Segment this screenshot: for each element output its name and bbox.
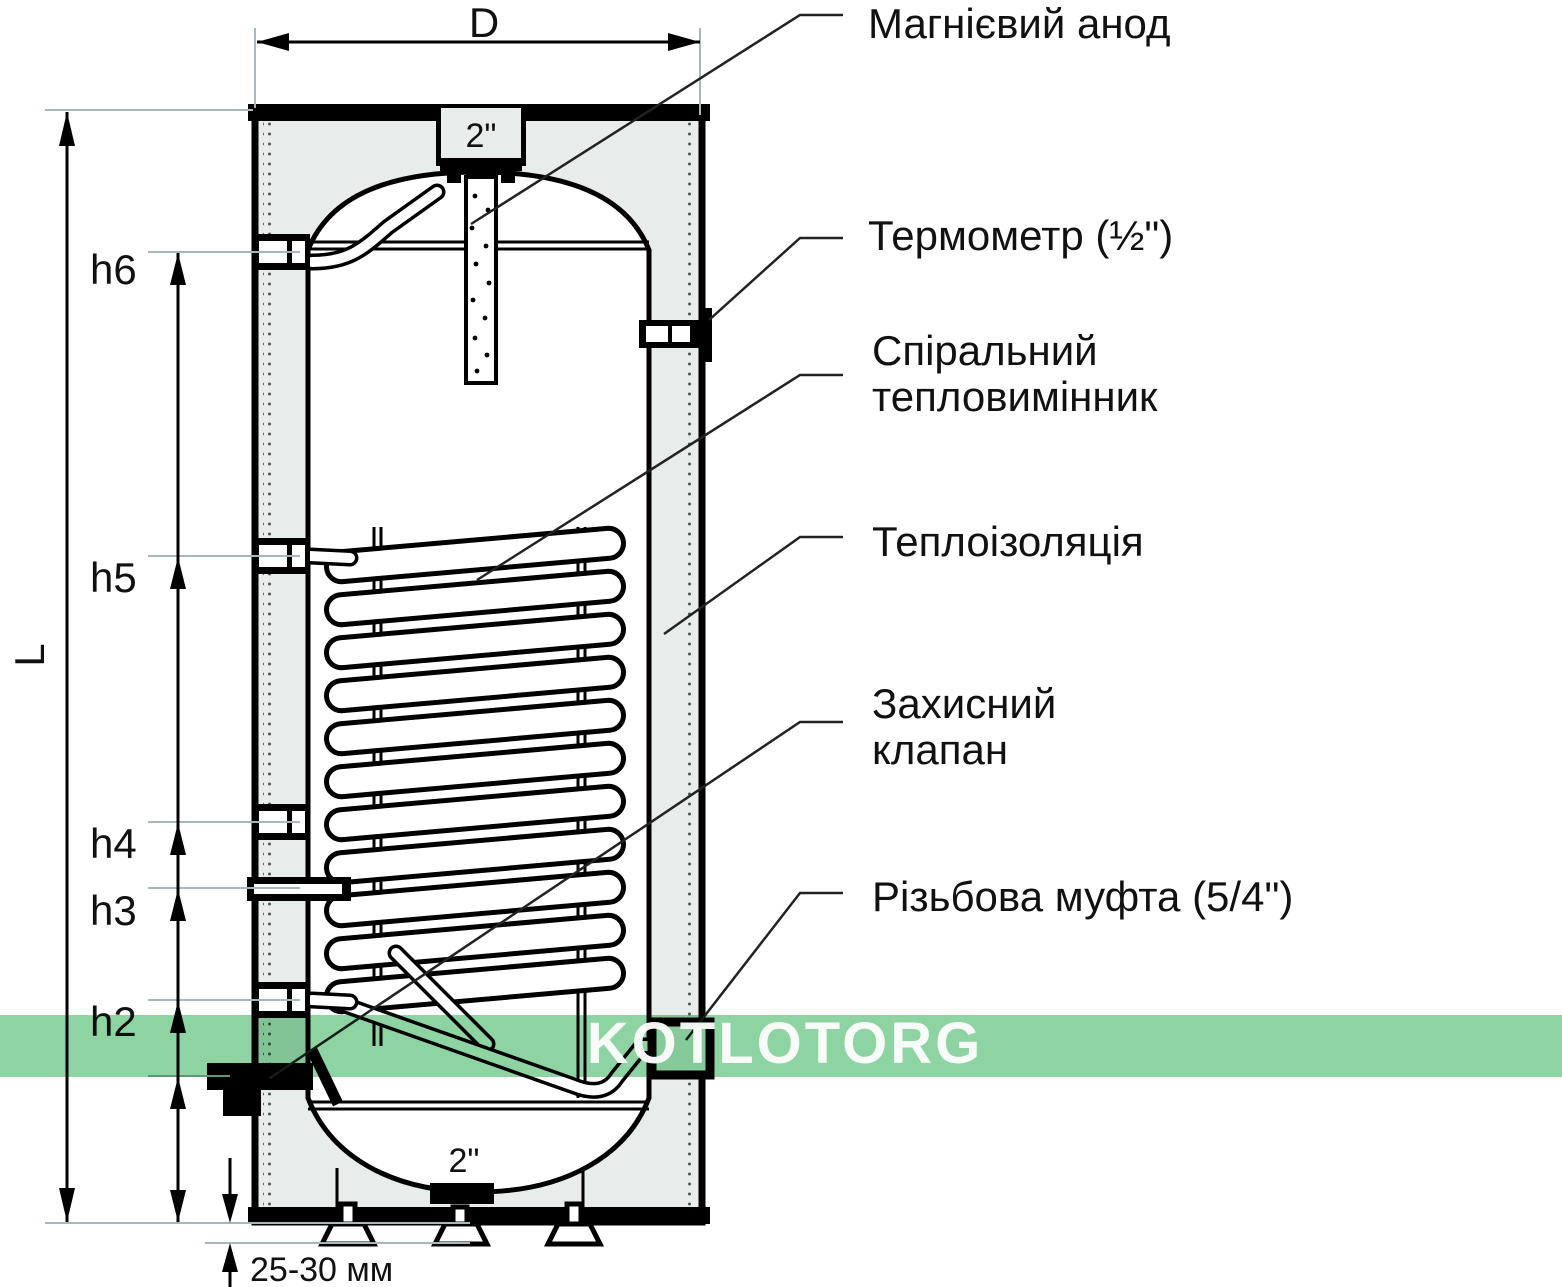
label-insulation: Теплоізоляція — [872, 518, 1144, 565]
watermark-text: KOTLOTORG — [587, 1011, 983, 1076]
left-wall-hatch — [263, 122, 273, 1208]
leader-valve — [269, 720, 843, 1080]
dim-foot-clearance — [222, 1158, 238, 1287]
foot-left — [317, 1221, 379, 1247]
dim-diameter — [257, 33, 700, 51]
label-anode: Магнієвий анод — [868, 0, 1171, 47]
label-h5: h5 — [90, 554, 137, 601]
leader-thermometer — [708, 236, 843, 321]
top-connection — [436, 108, 526, 183]
leader-anode — [470, 13, 843, 226]
callout-labels: Магнієвий анод Термометр (½") Спіральний… — [868, 0, 1293, 920]
feet — [317, 1168, 605, 1247]
leader-coil — [476, 373, 843, 582]
label-coil-line1: Спіральний — [872, 327, 1098, 374]
outlet-pipe — [303, 183, 446, 271]
label-top-connection: 2" — [466, 117, 497, 155]
foot-bolt-left — [338, 1201, 358, 1227]
leader-lines — [269, 13, 843, 1080]
foot-bolt-right — [564, 1201, 584, 1227]
label-bottom-connection: 2" — [449, 1142, 480, 1180]
label-h4: h4 — [90, 820, 137, 867]
label-h3: h3 — [90, 887, 137, 934]
foot-right — [543, 1221, 605, 1247]
label-coil-line2: тепловимінник — [872, 373, 1158, 420]
drain-flange — [430, 1183, 494, 1204]
foot-center — [430, 1221, 492, 1247]
label-foot-clearance: 25-30 мм — [250, 1251, 393, 1287]
label-valve-line1: Захисний — [872, 680, 1056, 727]
right-wall-hatch — [684, 122, 694, 1208]
leader-insulation — [663, 535, 843, 636]
leader-coupling — [685, 891, 843, 1041]
label-overall-height: L — [6, 643, 53, 666]
label-h6: h6 — [90, 246, 137, 293]
coil-end-pipes — [301, 547, 669, 1099]
label-diameter: D — [469, 0, 499, 46]
watermark-band — [0, 1015, 1562, 1077]
foot-stem-center — [450, 1204, 470, 1227]
label-thermometer: Термометр (½") — [868, 212, 1173, 259]
anode-rod — [464, 175, 498, 385]
thermometer-fitting — [639, 308, 712, 362]
label-coupling: Різьбова муфта (5/4") — [872, 873, 1293, 920]
label-valve-line2: клапан — [872, 726, 1008, 773]
